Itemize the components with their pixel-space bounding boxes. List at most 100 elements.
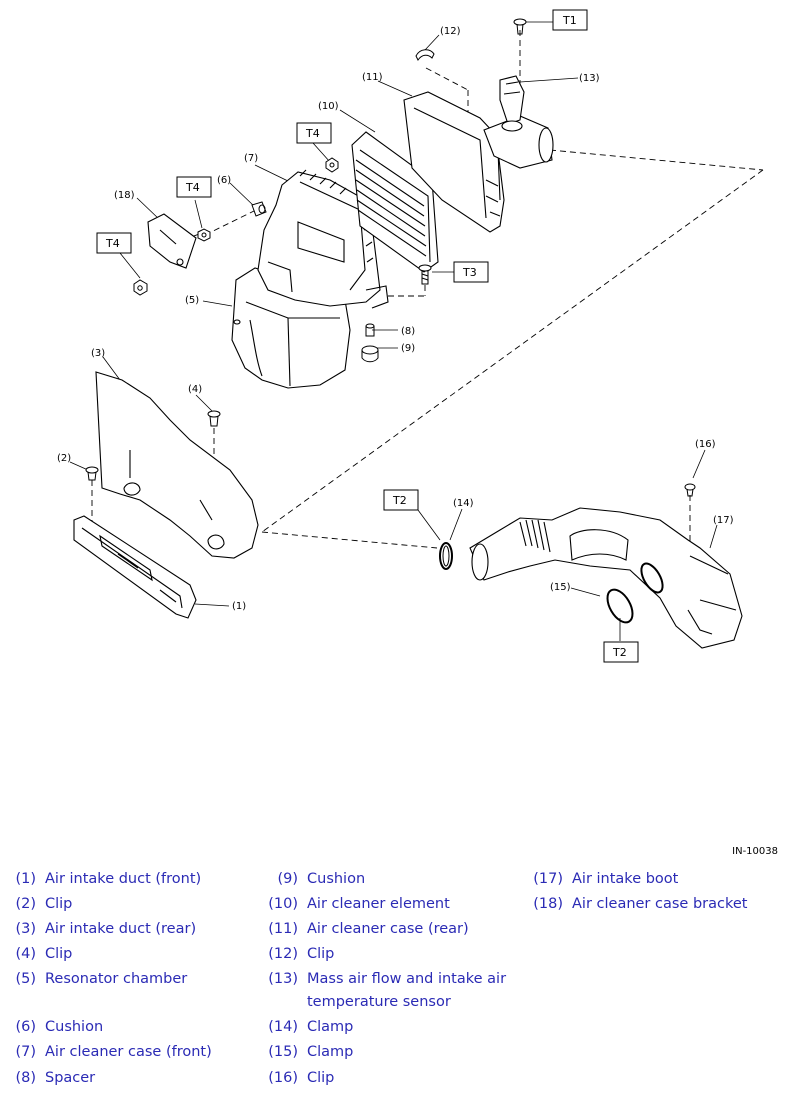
legend-item: (4) Clip	[0, 943, 255, 966]
legend-item: (9) Cushion	[262, 868, 517, 891]
legend-label: Clip	[45, 896, 73, 912]
legend-number: (15)	[268, 1044, 298, 1060]
legend-number: (5)	[15, 971, 36, 987]
legend-label: Cushion	[307, 871, 366, 887]
callout-1: (1)	[232, 601, 246, 612]
legend-number: (16)	[268, 1070, 298, 1086]
t2-label: T2	[392, 494, 407, 507]
callout-14: (14)	[453, 498, 474, 509]
legend-number: (9)	[277, 871, 298, 887]
part-9-cushion	[361, 345, 379, 363]
legend-label: Cushion	[45, 1019, 104, 1035]
part-1-air-intake-duct-front	[73, 515, 197, 619]
legend-number: (18)	[533, 896, 563, 912]
callout-4: (4)	[188, 384, 202, 395]
legend-label: Air intake boot	[572, 871, 679, 887]
part-13-maf-sensor	[483, 75, 554, 169]
t3-bolt	[418, 264, 432, 285]
part-8-spacer	[365, 323, 375, 337]
leader-lines	[69, 21, 718, 641]
legend-number: (17)	[533, 871, 563, 887]
callout-16: (16)	[695, 439, 716, 450]
legend-item: (18) Air cleaner case bracket	[527, 893, 782, 916]
t4-nuts	[133, 157, 339, 296]
legend-number: (11)	[268, 921, 298, 937]
legend-label: Air intake duct (front)	[45, 871, 202, 887]
callout-5: (5)	[185, 295, 199, 306]
legend-label: Air cleaner case (front)	[45, 1044, 212, 1060]
legend-number: (10)	[268, 896, 298, 912]
legend-label: Clip	[307, 1070, 335, 1086]
legend-number: (14)	[268, 1019, 298, 1035]
torque-box-t3: T3	[453, 261, 489, 283]
legend-number: (1)	[15, 871, 36, 887]
legend-item: (16) Clip	[262, 1067, 517, 1090]
legend-item: (12) Clip	[262, 943, 517, 966]
legend-label: Resonator chamber	[45, 971, 188, 987]
legend-label: Spacer	[45, 1070, 96, 1086]
torque-box-t4-mid: T4	[176, 176, 212, 198]
exploded-parts-diagram: (1) (2) (3) (4) (5) (6) (7) (8) (9) (10)…	[57, 9, 764, 663]
t1-label: T1	[562, 14, 577, 27]
part-10-air-cleaner-element	[351, 131, 439, 273]
legend-label: Air intake duct (rear)	[45, 921, 197, 937]
legend-item: (5) Resonator chamber	[0, 968, 255, 991]
part-15-clamp	[606, 562, 664, 624]
legend-item: (10) Air cleaner element	[262, 893, 517, 916]
t4-label: T4	[105, 237, 120, 250]
callout-7: (7)	[244, 153, 258, 164]
callout-18: (18)	[114, 190, 135, 201]
legend-number: (13)	[268, 971, 298, 987]
legend-label: Clamp	[307, 1044, 354, 1060]
legend-item: (1) Air intake duct (front)	[0, 868, 255, 891]
part-14-clamp	[439, 542, 453, 570]
t3-label: T3	[462, 266, 477, 279]
callout-11: (11)	[362, 72, 383, 83]
torque-box-t1: T1	[552, 9, 588, 31]
legend-number: (7)	[15, 1044, 36, 1060]
part-2-clip	[85, 466, 99, 481]
legend-item: (2) Clip	[0, 893, 255, 916]
t1-screw	[513, 18, 527, 35]
legend-item: (17) Air intake boot	[527, 868, 782, 891]
legend-number: (2)	[15, 896, 36, 912]
legend-number: (4)	[15, 946, 36, 962]
legend-item: (15) Clamp	[262, 1041, 517, 1064]
callout-6: (6)	[217, 175, 231, 186]
legend-number: (12)	[268, 946, 298, 962]
legend-item: (11) Air cleaner case (rear)	[262, 918, 517, 941]
torque-box-t2-bottom: T2	[603, 641, 639, 663]
part-3-air-intake-duct-rear	[95, 371, 259, 559]
torque-box-t4-top: T4	[296, 122, 332, 144]
part-17-air-intake-boot	[469, 507, 743, 649]
part-16-clip	[684, 483, 696, 497]
callout-labels: (1) (2) (3) (4) (5) (6) (7) (8) (9) (10)…	[57, 26, 734, 612]
legend-item: (7) Air cleaner case (front)	[0, 1041, 255, 1064]
part-18-air-cleaner-case-bracket	[147, 213, 197, 269]
part-4-clip	[207, 410, 221, 427]
legend-number: (8)	[15, 1070, 36, 1086]
legend-item: (14) Clamp	[262, 1016, 517, 1039]
legend-label: Air cleaner element	[307, 896, 450, 912]
legend-label: Clip	[307, 946, 335, 962]
part-6-cushion	[251, 201, 267, 217]
legend-label: Mass air flow and intake air temperature…	[307, 971, 507, 1010]
t4-label: T4	[185, 181, 200, 194]
figure-id: IN-10038	[732, 846, 778, 857]
legend-label: Clamp	[307, 1019, 354, 1035]
legend-label: Air cleaner case bracket	[572, 896, 748, 912]
torque-box-t2-left: T2	[383, 489, 419, 511]
callout-12: (12)	[440, 26, 461, 37]
torque-box-t4-left: T4	[96, 232, 132, 254]
torque-boxes: T1 T4 T4 T4 T3 T2 T2	[96, 9, 639, 663]
callout-8: (8)	[401, 326, 415, 337]
t4-label: T4	[305, 127, 320, 140]
callout-10: (10)	[318, 101, 339, 112]
t2-label: T2	[612, 646, 627, 659]
callout-13: (13)	[579, 73, 600, 84]
callout-15: (15)	[550, 582, 571, 593]
callout-3: (3)	[91, 348, 105, 359]
callout-2: (2)	[57, 453, 71, 464]
legend-number: (3)	[15, 921, 36, 937]
parts-legend: (1) Air intake duct (front) (2) Clip (3)…	[0, 868, 787, 1096]
